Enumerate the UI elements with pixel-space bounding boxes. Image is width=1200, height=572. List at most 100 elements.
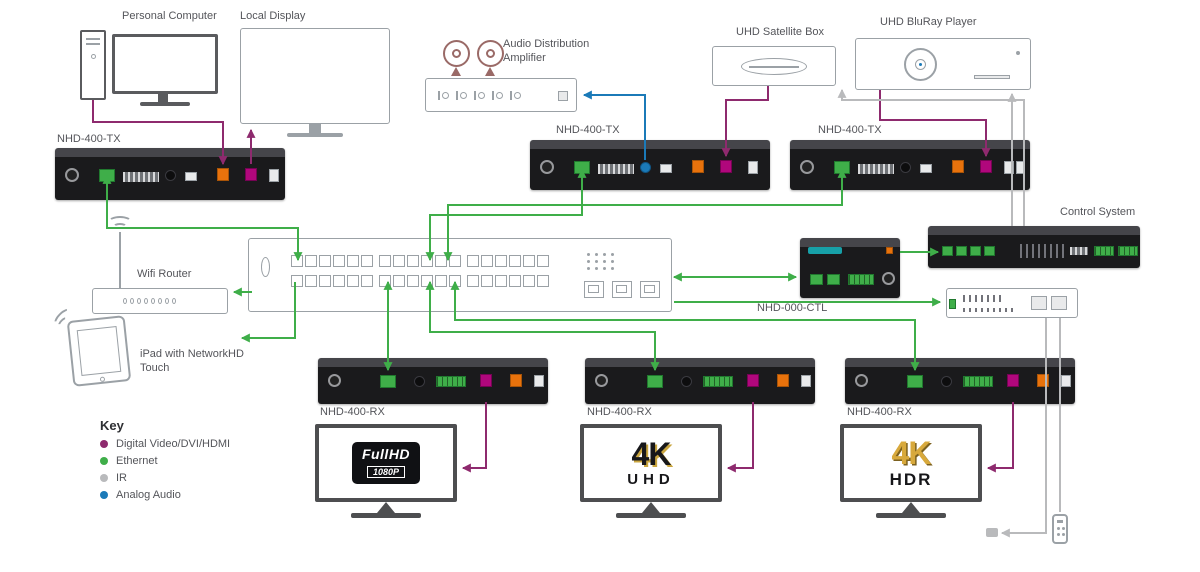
rj45-port: [361, 255, 373, 267]
ethernet-port: [380, 375, 396, 388]
rj45-port: [407, 255, 419, 267]
uhd-logo: 4K UHD: [627, 438, 675, 488]
rj45-port: [523, 255, 535, 267]
remote-control-icon: [1052, 514, 1068, 544]
phoenix-connector: [436, 376, 466, 387]
wifi-router-icon: [92, 288, 228, 314]
hdmi-out-port: [217, 168, 229, 181]
cable-hdmi-rx2-to-uhd: [726, 402, 754, 473]
label-tx1: NHD-400-TX: [57, 133, 121, 145]
dip-switch: [1070, 247, 1088, 255]
pc-monitor-base: [140, 102, 190, 106]
rx2-device: [585, 358, 815, 404]
audio-jack: [414, 376, 425, 387]
bluray-disc-slot: [974, 75, 1010, 79]
power-connector-icon: [595, 374, 608, 387]
hdmi-in-port: [777, 374, 789, 387]
rj45-port: [421, 275, 433, 287]
ethernet-port: [647, 375, 663, 388]
tx3-device: [790, 140, 1030, 190]
hdmi-in-port: [245, 168, 257, 181]
usb-port: [660, 164, 672, 173]
audio-jack: [165, 170, 176, 181]
ir-port: [1016, 161, 1024, 174]
label-wifi-router: Wifi Router: [137, 268, 192, 280]
hdr-logo-subtext: HDR: [889, 469, 933, 489]
uhd-logo-text: 4K: [631, 436, 672, 472]
bluray-disc-hub: [915, 59, 926, 70]
display-4k-hdr: 4K HDR: [840, 424, 982, 502]
hdmi-out-port: [1007, 374, 1019, 387]
ethernet-port: [984, 246, 995, 256]
legend-label-video: Digital Video/DVI/HDMI: [116, 438, 231, 450]
network-switch-icon: [248, 238, 672, 312]
display-fullhd: FullHD 1080P: [315, 424, 457, 502]
rj45-port: [495, 275, 507, 287]
pc-monitor-neck: [158, 94, 168, 102]
display-base: [616, 513, 686, 518]
ethernet-port: [99, 169, 115, 182]
ethernet-port: [942, 246, 953, 256]
cable-hdmi-rx3-to-hdr: [986, 402, 1014, 473]
uhd-logo-subtext: UHD: [627, 471, 675, 488]
label-tx3: NHD-400-TX: [818, 124, 882, 136]
display-base: [876, 513, 946, 518]
hdmi-out-port: [692, 160, 704, 173]
satellite-logo-icon: [741, 58, 807, 75]
phoenix-connector: [1118, 246, 1138, 256]
hdr-logo: 4K HDR: [890, 437, 933, 490]
power-connector-icon: [328, 374, 341, 387]
label-rx3: NHD-400-RX: [847, 406, 912, 418]
rj45-port: [495, 255, 507, 267]
remote-button-icon: [1057, 533, 1060, 536]
vent-grille: [1020, 244, 1064, 258]
led-row: [963, 308, 1013, 312]
pc-tower-vent: [86, 38, 100, 40]
remote-button-icon: [1057, 527, 1060, 530]
cable-hdmi-rx1-to-fullhd: [461, 402, 487, 473]
rj45-port: [305, 275, 317, 287]
pc-monitor-icon: [112, 34, 218, 94]
tx1-device: [55, 148, 285, 200]
legend-dot-video: [100, 440, 108, 448]
rj45-port: [393, 255, 405, 267]
uplink-port: [612, 281, 632, 298]
ipad-icon: [66, 315, 132, 387]
ethernet-port: [574, 161, 590, 174]
hdmi-out-port: [952, 160, 964, 173]
wifi-signal-icon: [113, 223, 127, 230]
hdr-logo-text: 4K: [891, 434, 932, 471]
speaker-icon: [443, 40, 470, 67]
remote-button-icon: [1062, 533, 1065, 536]
label-local-display: Local Display: [240, 10, 306, 22]
rj45-port: [305, 255, 317, 267]
power-connector-icon: [882, 272, 895, 285]
bluray-player-icon: [855, 38, 1031, 90]
io-extender-icon: [946, 288, 1078, 318]
label-rx2: NHD-400-RX: [587, 406, 652, 418]
legend-item-video: Digital Video/DVI/HDMI: [100, 438, 230, 450]
hdmi-out-port: [747, 374, 759, 387]
ipad-home-button-icon: [99, 376, 106, 383]
uplink-port: [584, 281, 604, 298]
display-base: [351, 513, 421, 518]
rj45-port: [393, 275, 405, 287]
ipad-screen: [76, 326, 122, 376]
legend-title: Key: [100, 418, 124, 433]
power-connector-icon: [65, 168, 79, 182]
label-control-system: Control System: [1060, 206, 1136, 218]
phoenix-connector: [963, 376, 993, 387]
legend-dot-audio: [100, 491, 108, 499]
rj45-port: [481, 255, 493, 267]
rj45-port: [467, 255, 479, 267]
rj45-port: [291, 255, 303, 267]
rj45-port: [481, 275, 493, 287]
legend-label-ethernet: Ethernet: [116, 455, 158, 467]
analog-audio-port: [640, 162, 651, 173]
legend-label-ir: IR: [116, 472, 127, 484]
legend-label-audio: Analog Audio: [116, 489, 181, 501]
pc-tower-icon: [80, 30, 106, 100]
ir-port: [1004, 161, 1014, 174]
phoenix-connector: [1094, 246, 1114, 256]
amplifier-audio-input-port: [558, 91, 568, 101]
